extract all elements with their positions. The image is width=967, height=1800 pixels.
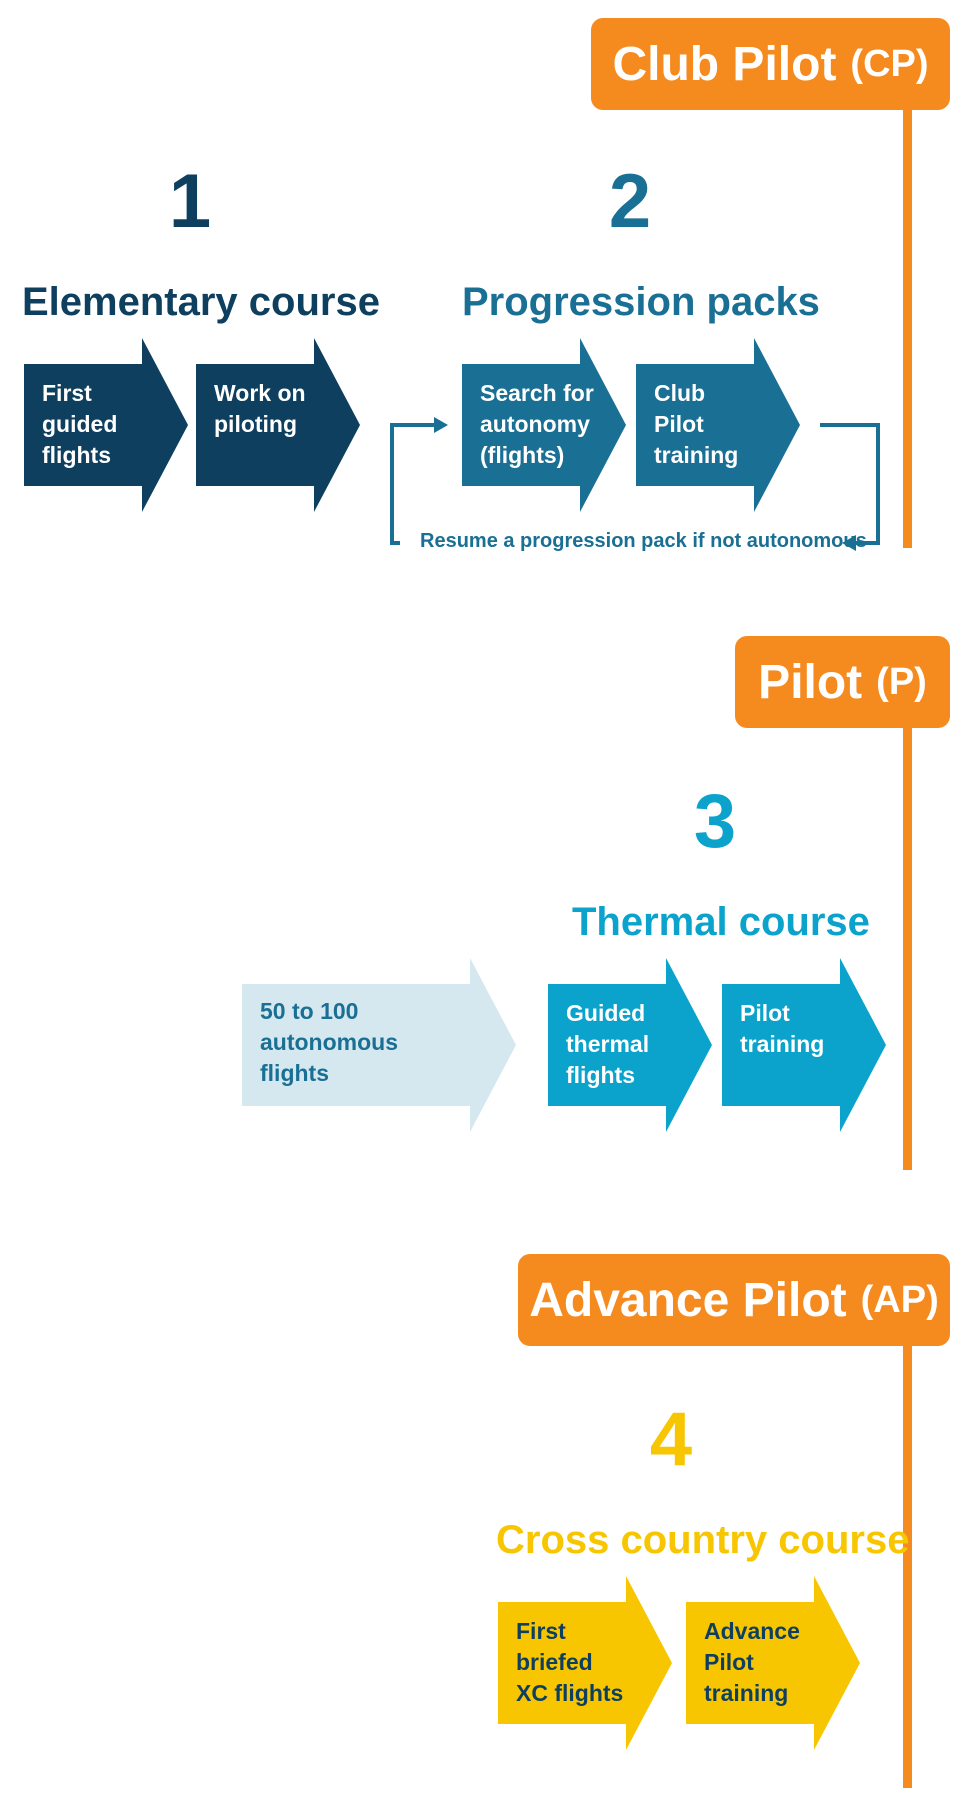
level-badge-advance-pilot: Advance Pilot (AP) [518, 1254, 950, 1346]
step-label: Club Pilot training [654, 380, 739, 468]
loop-back-connector [390, 417, 880, 551]
section-title-thermal: Thermal course [572, 900, 870, 944]
section-title-progression: Progression packs [462, 280, 820, 324]
step-label: Search for autonomy (flights) [480, 380, 594, 468]
section-number-1: 1 [168, 159, 212, 244]
step-arrow: Pilot training [722, 958, 886, 1132]
level-line-advance-pilot [903, 1336, 912, 1788]
level-abbr: (AP) [860, 1278, 939, 1321]
section-title-elementary: Elementary course [22, 280, 380, 324]
level-abbr: (P) [876, 660, 927, 703]
step-label: First guided flights [42, 380, 118, 468]
level-badge-club-pilot: Club Pilot (CP) [591, 18, 950, 110]
step-arrow: First guided flights [24, 338, 188, 512]
section-number-4: 4 [649, 1397, 693, 1482]
level-badge-pilot: Pilot (P) [735, 636, 950, 728]
step-label: First briefed XC flights [516, 1618, 624, 1706]
step-arrow: Club Pilot training [636, 338, 800, 512]
step-label: Work on piloting [214, 380, 306, 437]
step-label: Advance Pilot training [704, 1618, 800, 1706]
level-name: Advance Pilot [529, 1273, 847, 1327]
section-number-3: 3 [693, 779, 737, 864]
step-arrow: First briefed XC flights [498, 1576, 672, 1750]
step-arrow: Search for autonomy (flights) [462, 338, 626, 512]
level-line-club-pilot [903, 100, 912, 548]
section-title-cross-country: Cross country course [496, 1518, 910, 1562]
step-label: Pilot training [740, 1000, 825, 1057]
step-arrow: Guided thermal flights [548, 958, 712, 1132]
level-abbr: (CP) [850, 42, 929, 85]
level-name: Pilot [758, 655, 863, 709]
step-arrow: Work on piloting [196, 338, 360, 512]
loop-note: Resume a progression pack if not autonom… [420, 530, 867, 552]
level-name: Club Pilot [612, 37, 837, 91]
prerequisite-label: 50 to 100 autonomous flights [260, 998, 398, 1086]
prerequisite-arrow: 50 to 100 autonomous flights [242, 958, 516, 1132]
step-label: Guided thermal flights [566, 1000, 650, 1088]
step-arrow: Advance Pilot training [686, 1576, 860, 1750]
level-line-pilot [903, 718, 912, 1170]
section-number-2: 2 [608, 159, 652, 244]
